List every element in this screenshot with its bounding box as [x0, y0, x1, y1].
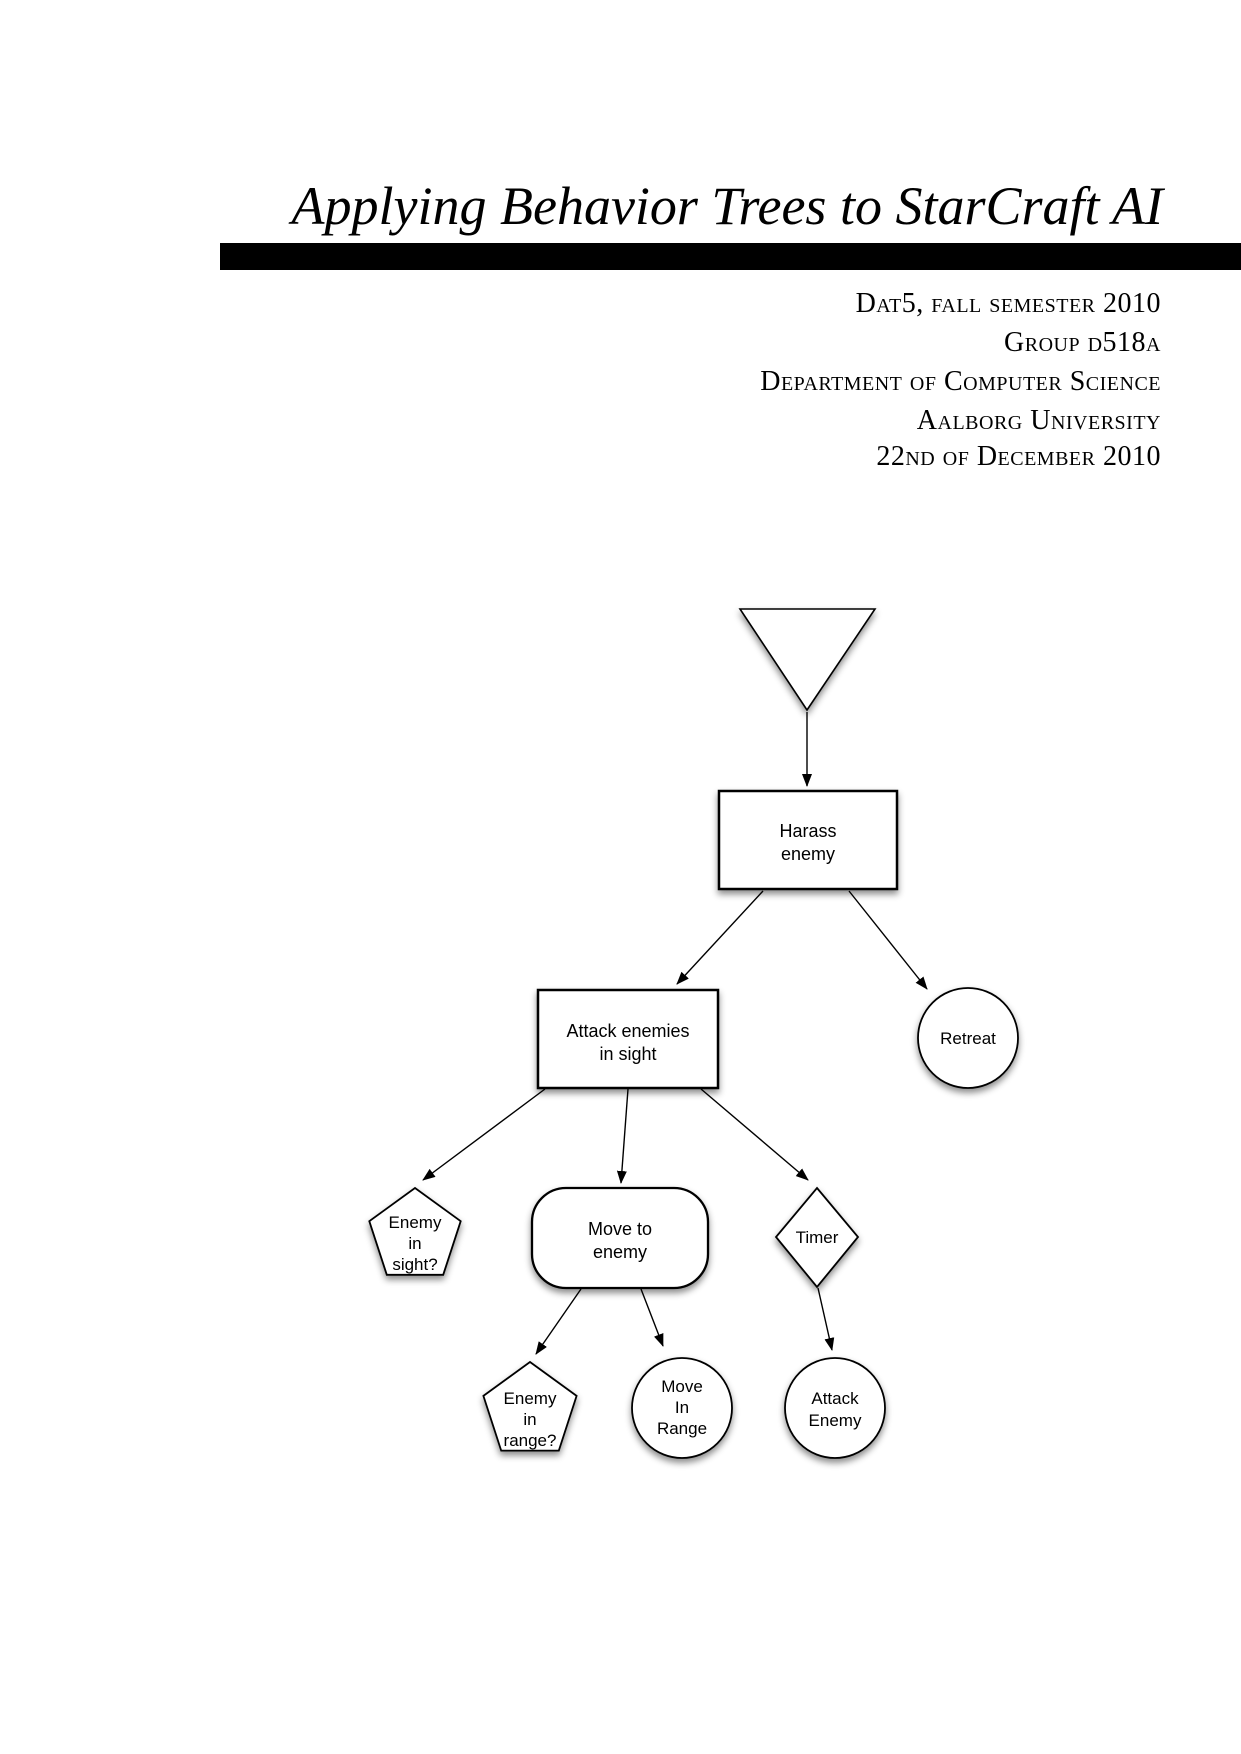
edge-attack-timer	[700, 1088, 809, 1181]
node-harass-enemy: Harass enemy	[717, 789, 899, 891]
node-label-line: range?	[504, 1431, 557, 1450]
attack-enemies-shape	[536, 988, 720, 1090]
node-label-line: in	[408, 1234, 421, 1253]
edge-attack-enemy-in-sight	[422, 1088, 546, 1181]
node-move-to-enemy: Move to enemy	[530, 1186, 710, 1290]
node-label-line: Attack	[811, 1389, 859, 1408]
edge-harass-retreat	[848, 890, 928, 990]
node-label-line: Enemy	[809, 1411, 862, 1430]
node-label-line: Move	[661, 1377, 703, 1396]
attack-enemy-shape	[784, 1357, 886, 1459]
byline-block: Dat5, fall semester 2010 Group d518a Dep…	[760, 284, 1161, 473]
node-root	[738, 608, 877, 712]
edge-timer-attack-enemy	[817, 1287, 835, 1351]
title-rule	[220, 243, 1241, 270]
node-label-line: In	[675, 1398, 689, 1417]
edge-move-move-in-range	[640, 1288, 664, 1347]
timer-shape	[774, 1186, 860, 1289]
root-triangle-shape	[738, 608, 877, 712]
byline-line-semester: Dat5, fall semester 2010	[855, 288, 1161, 319]
byline-line-group: Group d518a	[1004, 327, 1161, 358]
node-label-line: enemy	[593, 1242, 647, 1262]
node-label-line: Move to	[588, 1219, 652, 1239]
node-label-line: Retreat	[940, 1029, 996, 1048]
node-retreat: Retreat	[917, 987, 1019, 1089]
node-attack-enemy: Attack Enemy	[784, 1357, 886, 1459]
enemy-in-range-shape	[482, 1360, 578, 1452]
edge-harass-attack-in-sight	[676, 890, 764, 985]
edge-attack-move-to-enemy	[616, 1088, 629, 1184]
diagram-edges	[422, 712, 928, 1355]
byline-line-date: 22nd of December 2010	[876, 441, 1161, 472]
node-label-line: enemy	[781, 844, 835, 864]
node-label-line: Harass	[779, 821, 836, 841]
node-label-line: Attack enemies	[566, 1021, 689, 1041]
node-enemy-in-range: Enemy in range?	[482, 1360, 578, 1452]
node-label-line: Enemy	[504, 1389, 557, 1408]
move-in-range-shape	[631, 1357, 733, 1459]
node-enemy-in-sight: Enemy in sight?	[368, 1186, 462, 1276]
harass-enemy-shape	[717, 789, 899, 891]
node-attack-enemies-in-sight: Attack enemies in sight	[536, 988, 720, 1090]
node-label-line: in sight	[599, 1044, 656, 1064]
edge-move-enemy-in-range	[535, 1288, 582, 1355]
node-move-in-range: Move In Range	[631, 1357, 733, 1459]
node-label-line: Range	[657, 1419, 707, 1438]
node-label-line: Enemy	[389, 1213, 442, 1232]
document-title: Applying Behavior Trees to StarCraft AI	[291, 176, 1163, 236]
node-timer: Timer	[774, 1186, 860, 1289]
node-label-line: in	[523, 1410, 536, 1429]
node-label-line: Timer	[796, 1228, 839, 1247]
enemy-in-sight-shape	[368, 1186, 462, 1276]
byline-line-university: Aalborg University	[916, 405, 1161, 436]
retreat-shape	[917, 987, 1019, 1089]
byline-line-department: Department of Computer Science	[760, 366, 1161, 397]
node-label-line: sight?	[392, 1255, 437, 1274]
move-to-enemy-shape	[530, 1186, 710, 1290]
